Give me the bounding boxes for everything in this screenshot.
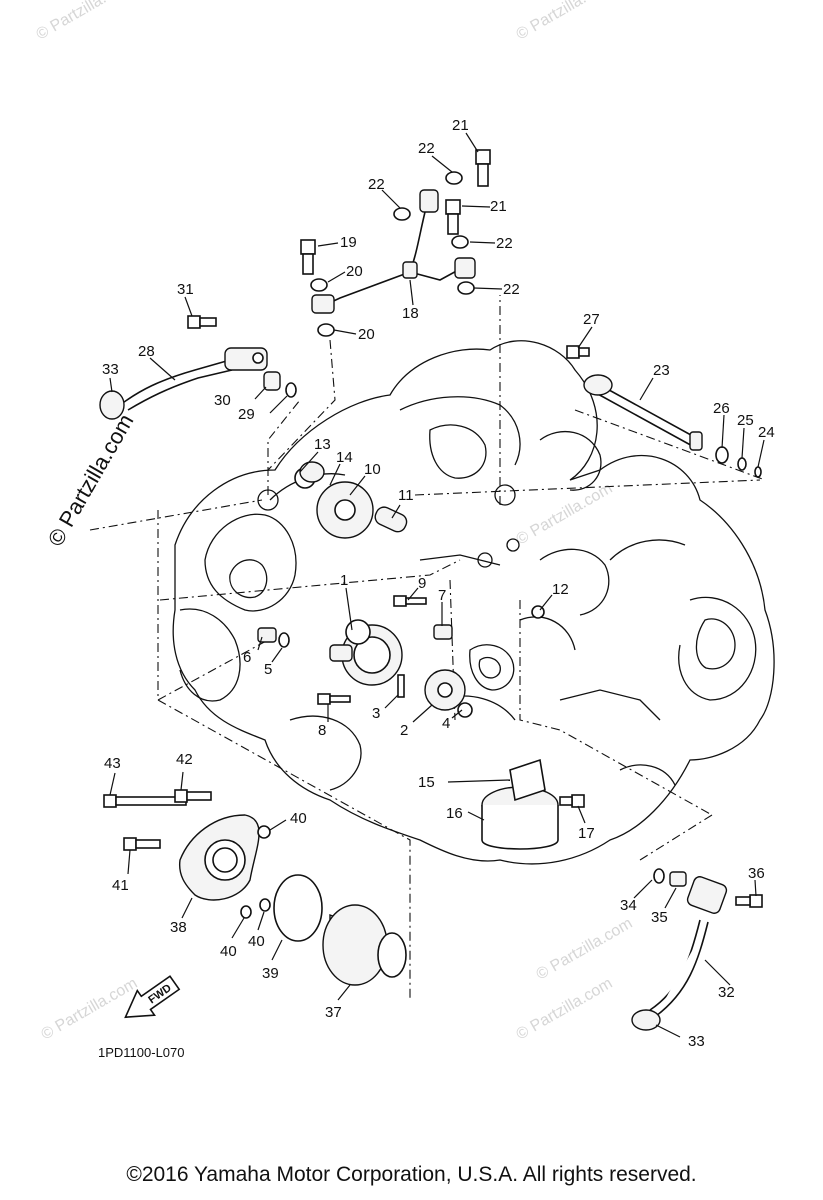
reference-lines (89, 295, 766, 1000)
callout-22d: 22 (503, 281, 520, 298)
callout-7: 7 (438, 587, 446, 604)
callout-35: 35 (651, 909, 668, 926)
callout-36: 36 (748, 865, 765, 882)
callout-22c: 22 (496, 235, 513, 252)
callout-32: 32 (718, 984, 735, 1001)
callout-2: 2 (400, 722, 408, 739)
callout-41: 41 (112, 877, 129, 894)
callout-12: 12 (552, 581, 569, 598)
callout-43: 43 (104, 755, 121, 772)
callout-42: 42 (176, 751, 193, 768)
callout-40b: 40 (220, 943, 237, 960)
watermark-bottom-center: © Partzilla.com (514, 975, 616, 1044)
callout-20a: 20 (346, 263, 363, 280)
callout-23: 23 (653, 362, 670, 379)
callout-29: 29 (238, 406, 255, 423)
watermark-bottom-left: © Partzilla.com (39, 975, 141, 1044)
reference-code: 1PD1100-L070 (98, 1045, 185, 1060)
callout-37: 37 (325, 1004, 342, 1021)
callout-9: 9 (418, 575, 426, 592)
callout-39: 39 (262, 965, 279, 982)
callout-20b: 20 (358, 326, 375, 343)
watermark-mid-center: © Partzilla.com (514, 480, 616, 549)
watermark-top-right: © Partzilla.com (514, 0, 616, 43)
oil-filter-cover (103, 789, 323, 942)
callout-40c: 40 (248, 933, 265, 950)
oil-strainer (481, 758, 585, 850)
callout-22a: 22 (418, 140, 435, 157)
callout-10: 10 (364, 461, 381, 478)
callout-1: 1 (340, 572, 348, 589)
callout-14: 14 (336, 449, 353, 466)
callout-31: 31 (177, 281, 194, 298)
watermark-lower-mid: © Partzilla.com (534, 915, 636, 984)
callout-25: 25 (737, 412, 754, 429)
callout-27: 27 (583, 311, 600, 328)
callout-19: 19 (340, 234, 357, 251)
callout-26: 26 (713, 400, 730, 417)
callout-6: 6 (243, 649, 251, 666)
callout-8: 8 (318, 722, 326, 739)
oil-filter (322, 904, 407, 986)
oil-pipe-right (566, 345, 762, 478)
callout-24: 24 (758, 424, 775, 441)
callout-13: 13 (314, 436, 331, 453)
oil-hose-right (631, 868, 763, 1031)
callout-4: 4 (442, 715, 450, 732)
callout-3: 3 (372, 705, 380, 722)
oil-pump-assembly (257, 461, 545, 718)
callout-15: 15 (418, 774, 435, 791)
callout-33a: 33 (102, 361, 119, 378)
callout-40a: 40 (290, 810, 307, 827)
callout-21b: 21 (490, 198, 507, 215)
callout-30: 30 (214, 392, 231, 409)
oil-hose-left (99, 315, 297, 420)
callout-11: 11 (398, 487, 414, 504)
callout-16: 16 (446, 805, 463, 822)
copyright-notice: ©2016 Yamaha Motor Corporation, U.S.A. A… (126, 1163, 697, 1186)
callout-22b: 22 (368, 176, 385, 193)
callout-28: 28 (138, 343, 155, 360)
callout-34: 34 (620, 897, 637, 914)
oil-delivery-pipe (311, 189, 476, 314)
callout-18: 18 (402, 305, 419, 322)
callout-38: 38 (170, 919, 187, 936)
banjo-bolts-top (300, 149, 491, 275)
callout-33b: 33 (688, 1033, 705, 1050)
leader-lines (109, 132, 765, 1038)
copper-washers-top (310, 171, 475, 337)
callout-21a: 21 (452, 117, 469, 134)
callout-5: 5 (264, 661, 272, 678)
callout-labels: 1 2 3 4 5 6 7 8 9 10 11 12 13 14 15 16 1… (102, 117, 775, 1050)
callout-17: 17 (578, 825, 595, 842)
watermark-top-left: © Partzilla.com (34, 0, 136, 43)
crankcase-drawing (172, 340, 775, 865)
